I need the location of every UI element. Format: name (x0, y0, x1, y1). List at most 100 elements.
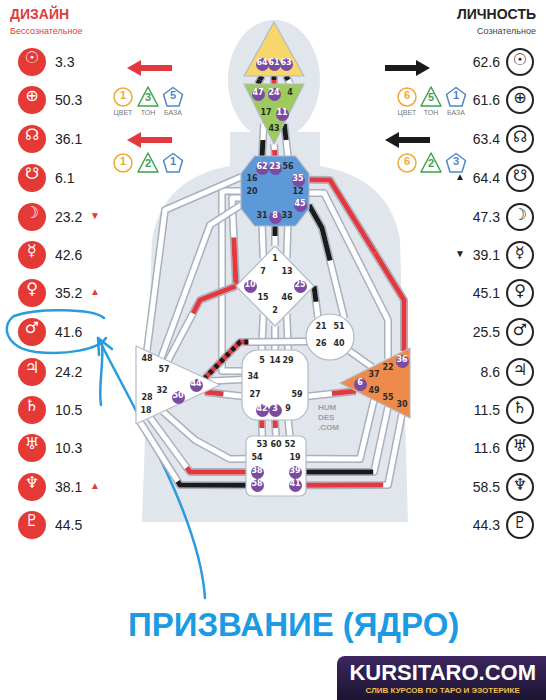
channel-fill (258, 76, 262, 84)
planet-circle: ⊕ (18, 86, 46, 114)
center-shape (242, 350, 308, 420)
change-marker: ▼ (90, 210, 100, 221)
center-shape (306, 314, 354, 360)
variable-number: 1 (113, 89, 133, 101)
gate-number: 4 (284, 88, 297, 101)
channel-outline (287, 226, 288, 258)
variable-number: 2 (138, 157, 158, 169)
body-silhouette (142, 132, 408, 522)
gate-number: 35 (292, 174, 305, 187)
change-marker: ▲ (90, 480, 100, 491)
gate-number: 14 (269, 356, 282, 369)
pointer-stroke (100, 342, 102, 405)
variable-shape: 1БАЗА (446, 87, 466, 107)
gate-number: 53 (256, 440, 269, 453)
center-shape (241, 156, 309, 226)
column-heading: ЛИЧНОСТЬ (457, 6, 536, 22)
head-center: 646163 (244, 22, 304, 76)
channel (212, 379, 242, 381)
gate-number: 36 (396, 355, 409, 368)
channel-activation (309, 205, 330, 261)
channel (284, 124, 288, 156)
gate-line-value: 39.1 (473, 247, 500, 263)
planet-circle: ♄ (506, 396, 534, 424)
channel (306, 414, 402, 485)
variable-shape: 1ЦВЕТ (113, 87, 133, 107)
channel-outline (309, 205, 344, 319)
channel-fill (262, 226, 263, 258)
gate-line-value: 41.6 (55, 324, 82, 340)
gate-number: 16 (246, 174, 259, 187)
channel-fill (140, 422, 246, 485)
channel-fill (314, 286, 318, 318)
gate-line-value: 24.2 (55, 364, 82, 380)
planet-circle: ♃ (506, 358, 534, 386)
channel-fill (309, 205, 344, 319)
planet-glyph: ⊕ (508, 88, 532, 107)
gate-number: 29 (282, 356, 295, 369)
gate-line-value: 44.3 (473, 517, 500, 533)
planet-glyph: ♇ (18, 511, 46, 530)
gate-number: 61 (268, 58, 281, 71)
watermark-banner: KURSITARO.COMСЛИВ КУРСОВ ПО ТАРО И ЭЗОТЕ… (337, 656, 546, 700)
channel-fill (306, 407, 388, 472)
variable-number: 5 (163, 89, 183, 101)
channel (261, 420, 262, 436)
gate-number: 47 (252, 88, 265, 101)
gate-line-value: 64.4 (473, 170, 500, 186)
gate-line-value: 36.1 (55, 131, 82, 147)
channel-fill (262, 124, 264, 156)
gate-line-value: 35.2 (55, 285, 82, 301)
planet-glyph: ☋ (508, 166, 532, 185)
planet-circle: ☊ (506, 125, 534, 153)
channel (314, 286, 318, 318)
gate-number: 5 (256, 356, 269, 369)
gate-number: 2 (269, 306, 282, 319)
gate-number: 21 (315, 322, 328, 335)
channel-activation (178, 481, 246, 485)
channel-fill (212, 379, 242, 381)
channel-activation (193, 286, 236, 313)
gate-line-value: 47.3 (473, 209, 500, 225)
channel (274, 76, 275, 84)
channel-outline (262, 226, 263, 258)
planet-circle: ♅ (18, 434, 46, 462)
gate-number: 56 (282, 162, 295, 175)
channel-fill (272, 76, 277, 84)
channel-fill (205, 392, 242, 396)
variable-shape: 1 (113, 153, 133, 173)
channel (258, 76, 262, 84)
center-shape (340, 348, 410, 418)
planet-glyph: ☋ (18, 164, 46, 183)
gate-number: 40 (333, 339, 346, 352)
gate-line-value: 8.6 (481, 364, 500, 380)
planet-circle: ♀ (506, 279, 534, 307)
channel-fill (288, 420, 290, 436)
channel (275, 226, 276, 246)
change-marker: ▲ (90, 286, 100, 297)
channel-outline (308, 391, 356, 396)
channel-outline (306, 414, 402, 485)
channel-outline (271, 226, 279, 246)
planet-circle: ☊ (18, 125, 46, 153)
channel-activation (284, 124, 286, 140)
planet-circle: ☿ (18, 241, 46, 269)
planet-circle: ⊕ (506, 86, 534, 114)
channel-outline (212, 379, 242, 381)
g-center: 7113102515462 (236, 246, 314, 326)
design-arrow (127, 60, 172, 76)
channel-activation (273, 420, 279, 428)
gate-line-value: 61.6 (473, 92, 500, 108)
channel-outline (274, 144, 275, 156)
banner-title: KURSITARO.COM (349, 661, 536, 685)
gate-number: 24 (268, 88, 281, 101)
channel (287, 226, 288, 258)
channel-outline (258, 76, 262, 84)
gate-number: 13 (281, 267, 294, 280)
variable-shape: 2 (138, 153, 158, 173)
channel (306, 400, 374, 459)
gate-line-value: 44.5 (55, 517, 82, 533)
channel-outline (288, 420, 290, 436)
channel-activation (259, 420, 264, 428)
